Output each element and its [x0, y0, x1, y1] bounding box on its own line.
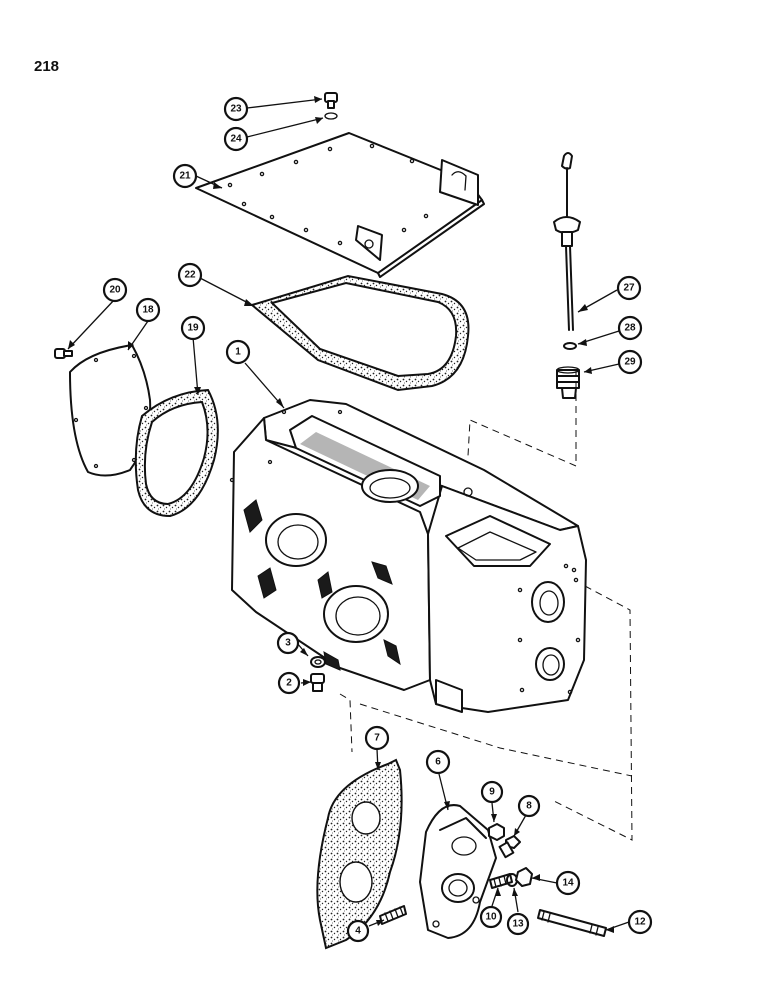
bolt-8: [498, 835, 521, 859]
callout-4: 4: [346, 919, 370, 943]
callout-28: 28: [617, 315, 643, 341]
bolt-20: [54, 348, 73, 359]
page-number: 218: [34, 58, 60, 75]
nut-9: [488, 823, 505, 841]
callout-20: 20: [102, 277, 128, 303]
dipstick-27: [553, 152, 581, 331]
svg-text:6: 6: [435, 757, 441, 768]
callout-27: 27: [616, 275, 642, 301]
callout-10: 10: [479, 905, 503, 929]
callout-24: 24: [223, 126, 249, 152]
callout-19: 19: [180, 315, 206, 341]
svg-text:9: 9: [489, 787, 495, 798]
cover-plate-21: [195, 132, 485, 278]
callout-21: 21: [172, 163, 198, 189]
gasket-19: [134, 388, 219, 518]
svg-text:24: 24: [230, 134, 242, 145]
svg-text:12: 12: [634, 917, 646, 928]
callout-23: 23: [223, 96, 249, 122]
callout-1: 1: [225, 339, 251, 365]
o-ring-28: [563, 342, 577, 350]
svg-text:8: 8: [526, 801, 532, 812]
callout-29: 29: [617, 349, 643, 375]
callout-7: 7: [364, 725, 390, 751]
svg-text:2: 2: [286, 678, 292, 689]
gasket-22: [249, 274, 470, 392]
callout-9: 9: [480, 780, 504, 804]
svg-text:7: 7: [374, 733, 380, 744]
transmission-housing-1: [229, 399, 587, 713]
svg-text:18: 18: [142, 305, 154, 316]
svg-text:29: 29: [624, 357, 636, 368]
callout-8: 8: [517, 794, 541, 818]
svg-text:14: 14: [562, 878, 574, 889]
housing-6: [419, 804, 497, 939]
svg-text:4: 4: [355, 926, 361, 937]
svg-text:21: 21: [179, 171, 191, 182]
svg-text:23: 23: [230, 104, 242, 115]
alignment-lines: [339, 370, 633, 841]
svg-text:13: 13: [512, 919, 524, 930]
callout-22: 22: [177, 262, 203, 288]
callout-13: 13: [506, 912, 530, 936]
svg-text:28: 28: [624, 323, 636, 334]
svg-text:19: 19: [187, 323, 199, 334]
stud-4: [379, 905, 407, 925]
arrowheads: [68, 96, 614, 933]
washer-3: [310, 656, 326, 668]
svg-text:20: 20: [109, 285, 121, 296]
callout-14: 14: [555, 870, 581, 896]
callout-2: 2: [277, 671, 301, 695]
svg-text:3: 3: [285, 638, 291, 649]
callout-18: 18: [135, 297, 161, 323]
plug-23: [324, 92, 338, 120]
svg-text:10: 10: [485, 912, 497, 923]
svg-text:27: 27: [623, 283, 635, 294]
fitting-29: [556, 366, 580, 399]
stud-12: [537, 909, 607, 937]
svg-text:22: 22: [184, 270, 196, 281]
callout-6: 6: [425, 749, 451, 775]
nut-14: [515, 867, 533, 887]
callout-3: 3: [276, 631, 300, 655]
svg-text:1: 1: [235, 347, 241, 358]
callout-12: 12: [627, 909, 653, 935]
gasket-7: [316, 758, 403, 950]
plug-2: [310, 673, 325, 692]
